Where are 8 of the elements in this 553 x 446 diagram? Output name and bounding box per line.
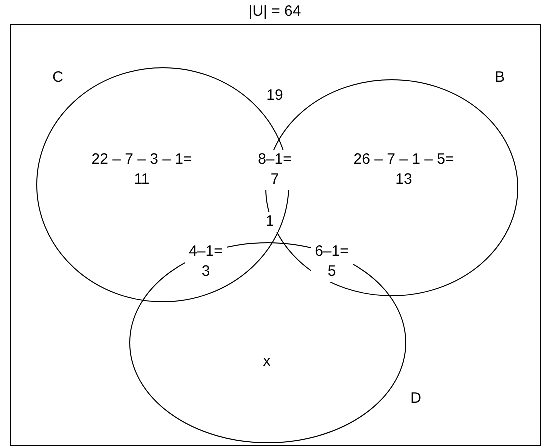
- set-label: B: [494, 68, 506, 88]
- set-label: C: [52, 68, 64, 88]
- region-count: 19: [266, 86, 284, 106]
- region-count: x: [262, 352, 272, 372]
- region-count: 22 – 7 – 3 – 1= 11: [90, 150, 194, 190]
- region-count: 26 – 7 – 1 – 5= 13: [352, 150, 456, 190]
- set-label: D: [410, 389, 422, 409]
- universe-size-label: |U| = 64: [248, 2, 302, 22]
